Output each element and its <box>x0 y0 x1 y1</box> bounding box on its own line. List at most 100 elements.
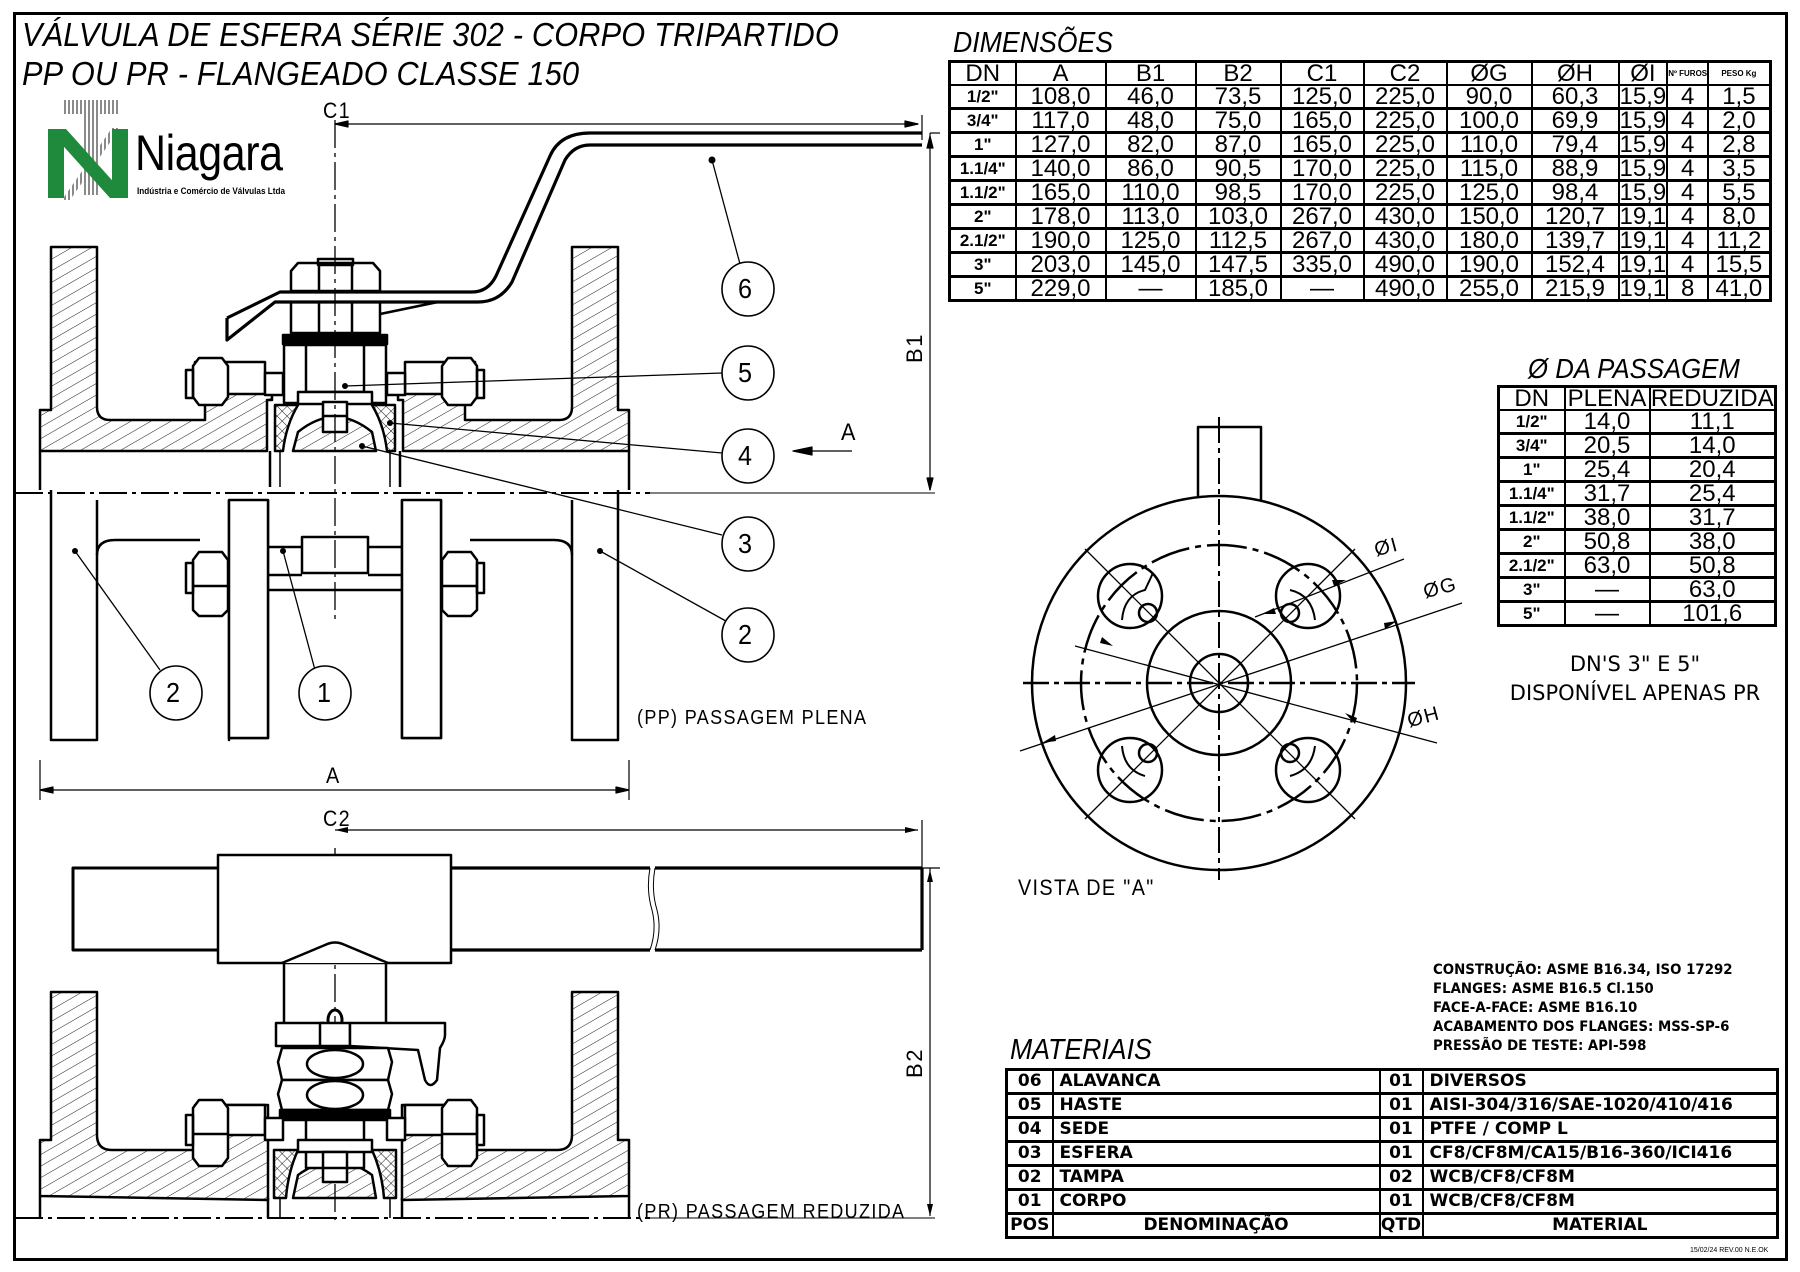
value-cell: 229,0 <box>1014 275 1107 302</box>
drawing-frame <box>13 12 1788 1261</box>
value-cell: 100,0 <box>1445 107 1533 134</box>
dn-cell: 5" <box>1497 600 1566 627</box>
value-cell: 15,5 <box>1707 251 1772 278</box>
value-cell: — <box>1104 275 1197 302</box>
value-cell: 170,0 <box>1279 179 1365 206</box>
value-cell: 14,0 <box>1563 409 1651 435</box>
value-cell: 178,0 <box>1014 203 1107 230</box>
value-cell: 1,5 <box>1707 84 1772 110</box>
value-cell: 115,0 <box>1445 155 1533 182</box>
balloon-number: 3 <box>738 528 754 559</box>
value-cell: 267,0 <box>1279 227 1365 254</box>
dn-cell: 1" <box>1497 456 1566 483</box>
value-cell: 4 <box>1666 84 1710 110</box>
column-header: DN <box>1497 385 1566 411</box>
value-cell: 4 <box>1666 155 1710 182</box>
dn-cell: 1" <box>948 131 1017 158</box>
dimensions-heading: DIMENSÕES <box>953 27 1114 59</box>
dimension-lines-top <box>39 115 940 800</box>
logo-subtitle: Indústria e Comércio de Válvulas Ltda <box>137 186 286 197</box>
value-cell: 430,0 <box>1362 227 1448 254</box>
value-cell: 50,8 <box>1648 552 1777 579</box>
value-cell: 490,0 <box>1362 251 1448 278</box>
value-cell: 79,4 <box>1530 131 1620 158</box>
value-cell: 4 <box>1666 227 1710 254</box>
value-cell: 73,5 <box>1194 84 1282 110</box>
revision-stamp: 15/02/24 REV.00 N.E.OK <box>1690 1247 1769 1254</box>
value-cell: 430,0 <box>1362 203 1448 230</box>
value-cell: 87,0 <box>1194 131 1282 158</box>
material-header: MATERIAL <box>1421 1212 1779 1239</box>
value-cell: 38,0 <box>1563 504 1651 531</box>
value-cell: 15,9 <box>1617 131 1669 158</box>
column-header: A <box>1014 60 1107 86</box>
value-cell: 82,0 <box>1104 131 1197 158</box>
availability-note-line1: DN'S 3" E 5" <box>1569 652 1701 676</box>
value-cell: 15,9 <box>1617 107 1669 134</box>
material-qtd-cell: 01 <box>1378 1188 1424 1215</box>
value-cell: 127,0 <box>1014 131 1107 158</box>
balloon-4 <box>721 428 775 484</box>
pp-section-view <box>38 131 922 742</box>
dn-cell: 1.1/2" <box>1497 504 1566 531</box>
balloons <box>149 261 775 721</box>
material-qtd-cell: 01 <box>1378 1092 1424 1119</box>
balloon-number: 6 <box>738 273 754 304</box>
material-name-cell: HASTE <box>1051 1092 1381 1119</box>
material-name-cell: CORPO <box>1051 1188 1381 1215</box>
value-cell: 63,0 <box>1648 576 1777 603</box>
value-cell: 20,4 <box>1648 456 1777 483</box>
value-cell: 15,9 <box>1617 179 1669 206</box>
material-name-cell: ALAVANCA <box>1051 1068 1381 1095</box>
material-name-cell: SEDE <box>1051 1116 1381 1143</box>
value-cell: 5,5 <box>1707 179 1772 206</box>
dn-cell: 3" <box>1497 576 1566 603</box>
value-cell: 98,4 <box>1530 179 1620 206</box>
value-cell: 215,9 <box>1530 275 1620 302</box>
material-material-cell: DIVERSOS <box>1421 1068 1779 1095</box>
value-cell: 112,5 <box>1194 227 1282 254</box>
value-cell: 48,0 <box>1104 107 1197 134</box>
material-material-cell: WCB/CF8/CF8M <box>1421 1188 1779 1215</box>
material-pos-cell: 06 <box>1005 1068 1054 1095</box>
drawing-title-line1: VÁLVULA DE ESFERA SÉRIE 302 - CORPO TRIP… <box>22 16 839 53</box>
balloon-leaders <box>74 159 741 671</box>
bolt-right-bottom <box>440 550 486 618</box>
material-pos-cell: 02 <box>1005 1164 1054 1191</box>
value-cell: 4 <box>1666 107 1710 134</box>
value-cell: 190,0 <box>1445 251 1533 278</box>
value-cell: 38,0 <box>1648 528 1777 555</box>
passage-heading: Ø DA PASSAGEM <box>1528 353 1740 384</box>
material-material-cell: AISI-304/316/SAE-1020/410/416 <box>1421 1092 1779 1119</box>
value-cell: 19,1 <box>1617 227 1669 254</box>
value-cell: 267,0 <box>1279 203 1365 230</box>
dn-cell: 1/2" <box>1497 409 1566 435</box>
materials-footer-row: POS DENOMINAÇÃO QTD MATERIAL <box>1005 1212 1779 1239</box>
value-cell: 225,0 <box>1362 107 1448 134</box>
value-cell: 2,0 <box>1707 107 1772 134</box>
value-cell: 108,0 <box>1014 84 1107 110</box>
value-cell: 19,1 <box>1617 275 1669 302</box>
dn-cell: 1/2" <box>948 84 1017 110</box>
value-cell: — <box>1563 576 1651 603</box>
value-cell: 60,3 <box>1530 84 1620 110</box>
value-cell: 31,7 <box>1563 480 1651 507</box>
value-cell: 11,1 <box>1648 409 1777 435</box>
value-cell: 225,0 <box>1362 131 1448 158</box>
value-cell: 86,0 <box>1104 155 1197 182</box>
value-cell: 335,0 <box>1279 251 1365 278</box>
dn-cell: 2.1/2" <box>948 227 1017 254</box>
balloon-2-right <box>721 607 775 663</box>
material-qtd-cell: 01 <box>1378 1116 1424 1143</box>
value-cell: 185,0 <box>1194 275 1282 302</box>
material-material-cell: WCB/CF8/CF8M <box>1421 1164 1779 1191</box>
